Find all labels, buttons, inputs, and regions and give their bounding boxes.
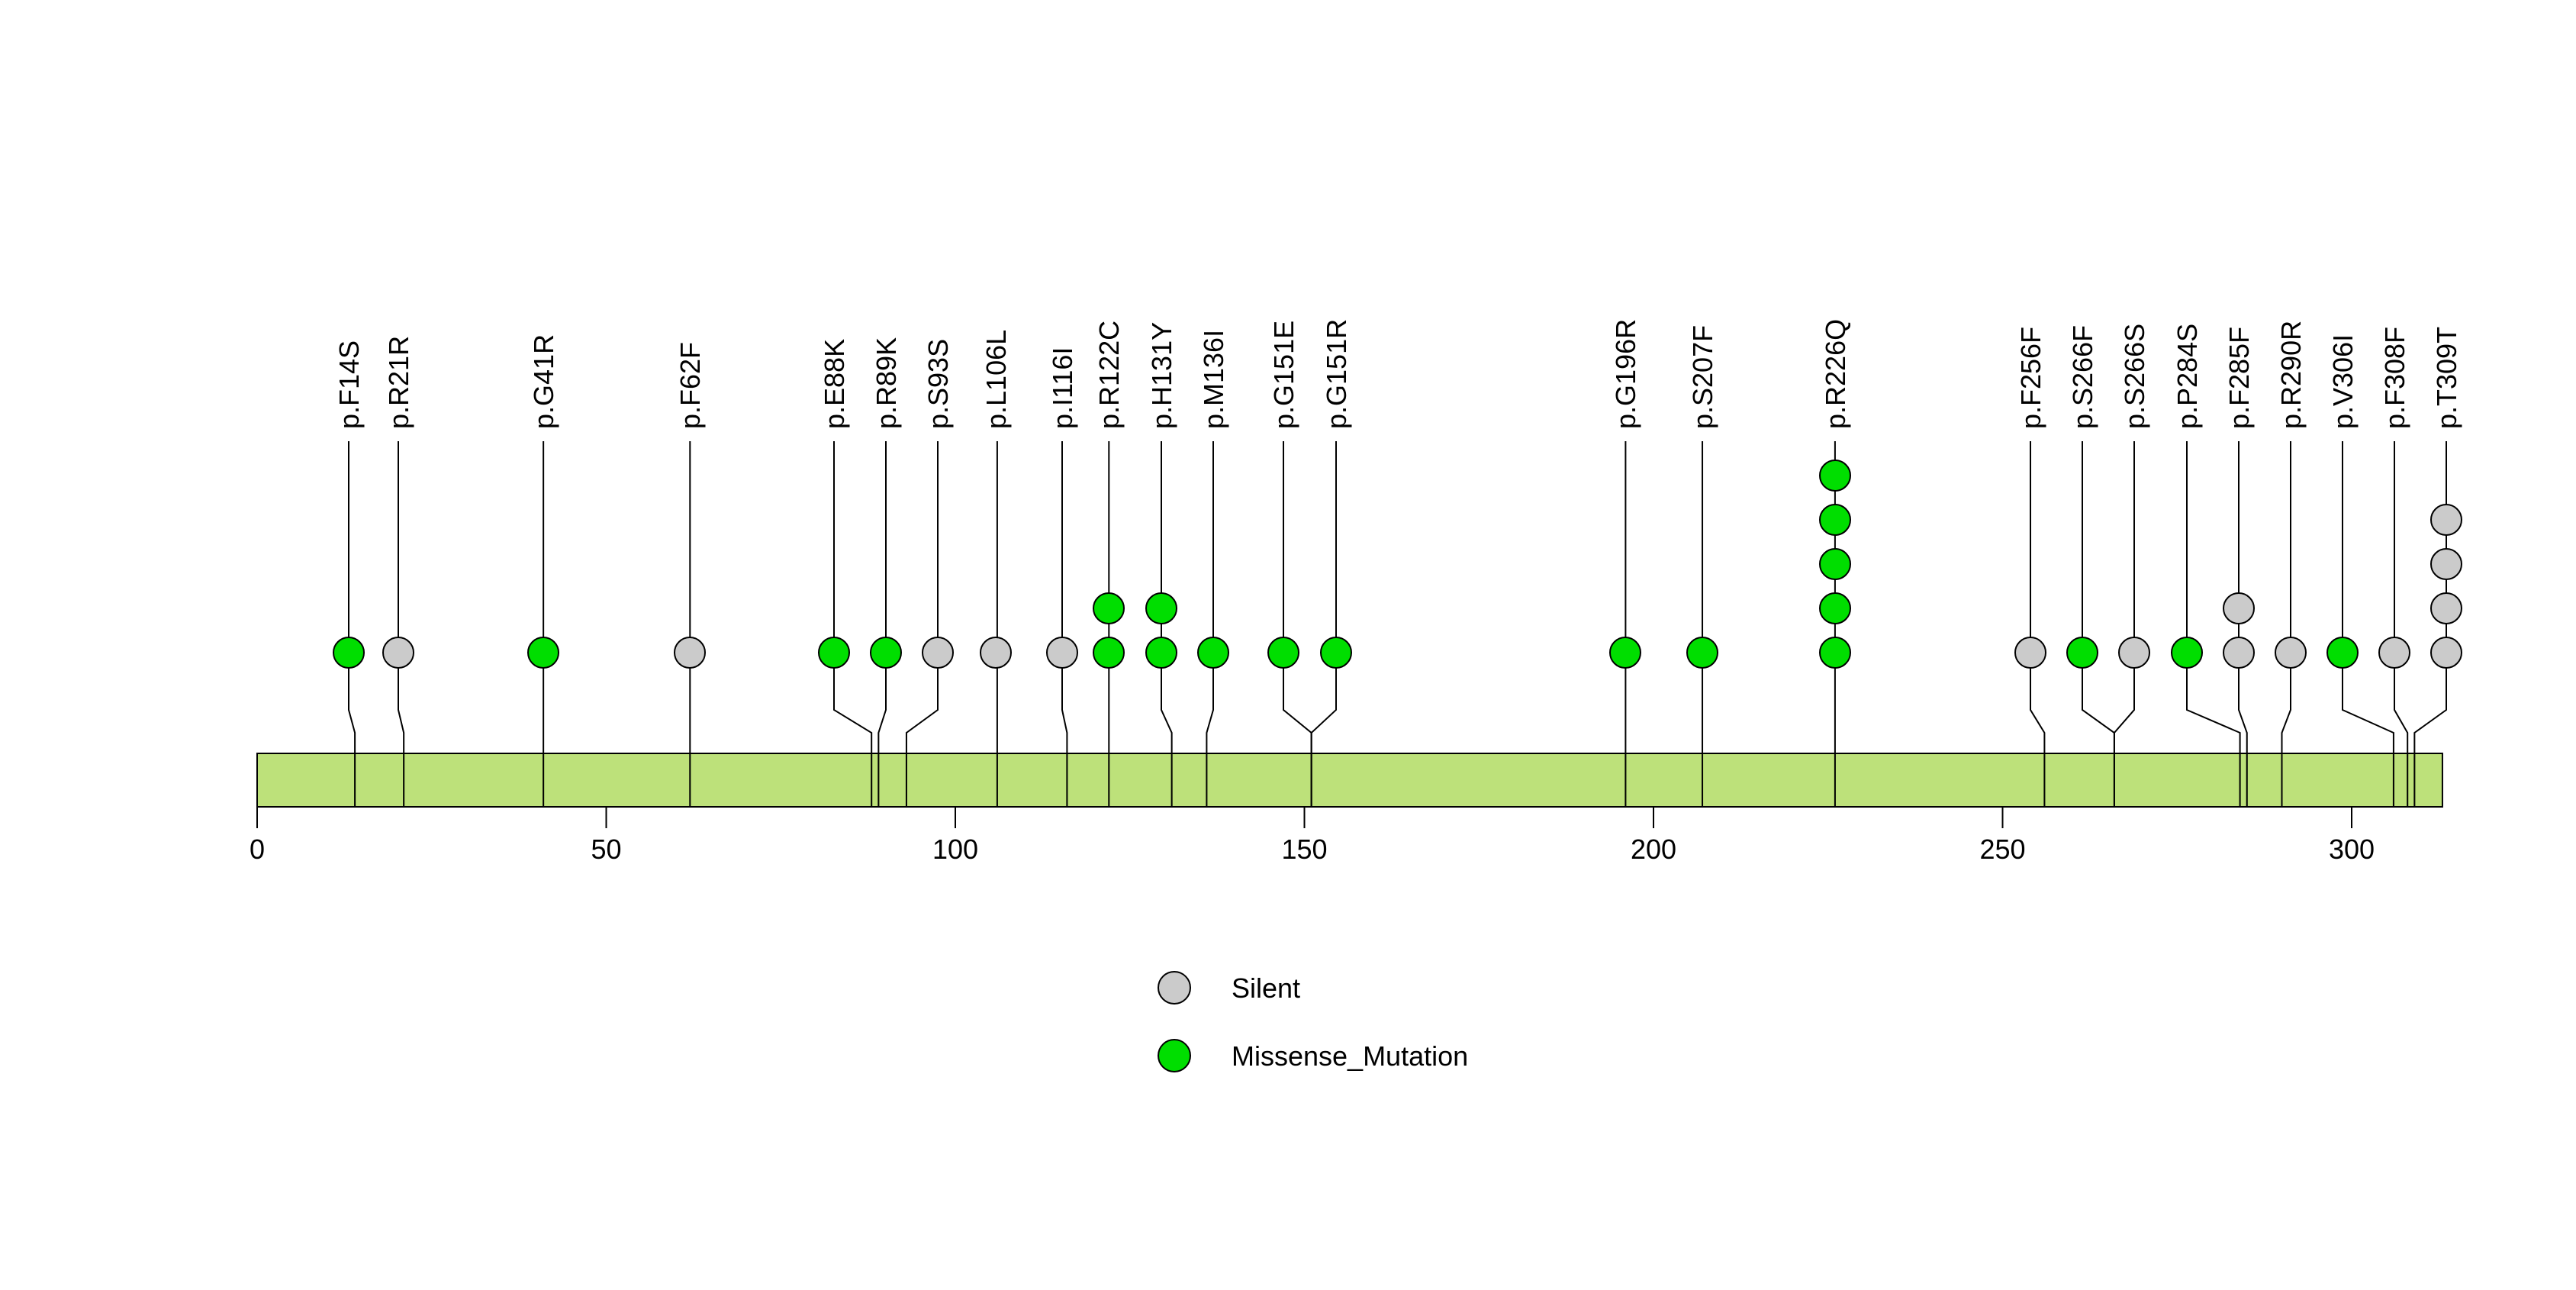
mutation-circle[interactable] (2326, 637, 2359, 669)
mutation-stick (348, 441, 356, 807)
mutation-circle[interactable] (1686, 637, 1718, 669)
mutation-circle[interactable] (1197, 637, 1229, 669)
mutation-label: p.R89K (871, 337, 902, 429)
mutation-label: p.F14S (333, 340, 365, 429)
mutation-label: p.I116I (1047, 347, 1078, 429)
mutation-stick (1283, 441, 1312, 807)
mutation-label: p.S93S (923, 339, 954, 429)
mutation-stick (2342, 441, 2394, 807)
mutation-label: p.R226Q (1820, 319, 1851, 429)
mutation-stick (905, 441, 939, 807)
mutation-label: p.L106L (980, 330, 1012, 429)
legend-label: Silent (1232, 972, 1300, 1004)
mutation-circle[interactable] (1046, 637, 1078, 669)
mutation-label: p.F308F (2379, 327, 2410, 429)
mutation-label: p.G196R (1610, 319, 1641, 429)
mutation-label: p.V306I (2327, 334, 2359, 429)
mutation-circle[interactable] (2223, 637, 2255, 669)
mutation-circle[interactable] (2430, 504, 2462, 536)
mutation-label: p.G151R (1321, 319, 1352, 429)
mutation-label: p.F256F (2015, 327, 2046, 429)
mutation-label: p.R290R (2275, 321, 2307, 429)
mutation-circle[interactable] (1819, 504, 1851, 536)
mutation-circle[interactable] (674, 637, 706, 669)
mutation-circle[interactable] (2430, 548, 2462, 580)
legend-label: Missense_Mutation (1232, 1040, 1468, 1072)
mutation-label: p.S207F (1687, 325, 1718, 429)
mutation-stick (2082, 441, 2115, 807)
mutation-labels-layer: p.F14S p.R21R p.G41R p.F62F p.E88K p.R89K p.S9… (333, 319, 2462, 429)
mutation-circle[interactable] (2430, 637, 2462, 669)
mutation-circle[interactable] (2223, 592, 2255, 624)
mutation-circle[interactable] (1609, 637, 1641, 669)
mutation-stick (2413, 441, 2447, 807)
mutation-stick (2186, 441, 2241, 807)
mutation-circle[interactable] (2014, 637, 2046, 669)
mutation-stick (2394, 441, 2409, 807)
mutation-circle[interactable] (1819, 548, 1851, 580)
mutation-stick (1061, 441, 1068, 807)
mutation-circle[interactable] (818, 637, 850, 669)
mutation-circle[interactable] (2118, 637, 2150, 669)
mutation-circle[interactable] (1819, 592, 1851, 624)
mutation-circle[interactable] (382, 637, 414, 669)
mutation-label: p.R122C (1093, 321, 1125, 429)
mutation-label: p.P284S (2172, 324, 2203, 429)
mutation-stick (877, 441, 887, 807)
mutation-stick (2030, 441, 2046, 807)
mutation-sticks-layer (348, 441, 2447, 807)
gene-body-bar (256, 753, 2443, 808)
mutation-circle[interactable] (1093, 637, 1125, 669)
mutation-circle[interactable] (2066, 637, 2098, 669)
mutation-label: p.S266S (2119, 324, 2150, 429)
mutation-stick (1310, 441, 1337, 807)
mutation-stick (398, 441, 405, 807)
mutation-circles-layer (333, 460, 2462, 669)
mutation-label: p.F62F (675, 342, 706, 429)
mutation-circle[interactable] (1093, 592, 1125, 624)
axis-layer: 0 50 100 150 200 250 300 (250, 807, 2375, 865)
mutation-stick (1206, 441, 1214, 807)
mutation-circle[interactable] (1320, 637, 1352, 669)
mutation-label: p.G41R (528, 334, 559, 429)
mutation-circle[interactable] (2378, 637, 2410, 669)
mutation-stick (2281, 441, 2291, 807)
axis-tick-label: 200 (1631, 834, 1676, 865)
mutation-label: p.G151E (1268, 321, 1299, 429)
axis-tick-label: 0 (250, 834, 265, 865)
mutation-circle[interactable] (922, 637, 954, 669)
axis-tick-label: 300 (2329, 834, 2375, 865)
legend-swatch-silent (1158, 971, 1191, 1005)
mutation-circle[interactable] (1819, 460, 1851, 492)
mutation-circle[interactable] (2430, 592, 2462, 624)
mutation-stick (833, 441, 873, 807)
legend-swatch-missense_mutation (1158, 1039, 1191, 1072)
axis-tick-label: 50 (591, 834, 621, 865)
mutation-label: p.F285F (2223, 327, 2255, 429)
mutation-label: p.M136I (1198, 330, 1229, 429)
gene-bar-layer (256, 753, 2443, 808)
axis-tick-label: 100 (932, 834, 978, 865)
mutation-circle[interactable] (870, 637, 902, 669)
mutation-label: p.E88K (819, 339, 850, 429)
mutation-circle[interactable] (2171, 637, 2203, 669)
mutation-label: p.S266F (2067, 325, 2098, 429)
mutation-stick (2113, 441, 2135, 807)
mutation-label: p.T309T (2431, 327, 2462, 429)
axis-tick-label: 150 (1281, 834, 1327, 865)
mutation-circle[interactable] (1145, 637, 1177, 669)
mutation-circle[interactable] (1819, 637, 1851, 669)
mutation-circle[interactable] (333, 637, 365, 669)
mutation-label: p.R21R (383, 336, 414, 429)
mutation-circle[interactable] (1267, 637, 1299, 669)
axis-tick-label: 250 (1979, 834, 2025, 865)
mutation-circle[interactable] (2275, 637, 2307, 669)
mutation-circle[interactable] (527, 637, 559, 669)
mutation-circle[interactable] (1145, 592, 1177, 624)
mutation-label: p.H131Y (1146, 322, 1177, 429)
mutation-circle[interactable] (980, 637, 1012, 669)
